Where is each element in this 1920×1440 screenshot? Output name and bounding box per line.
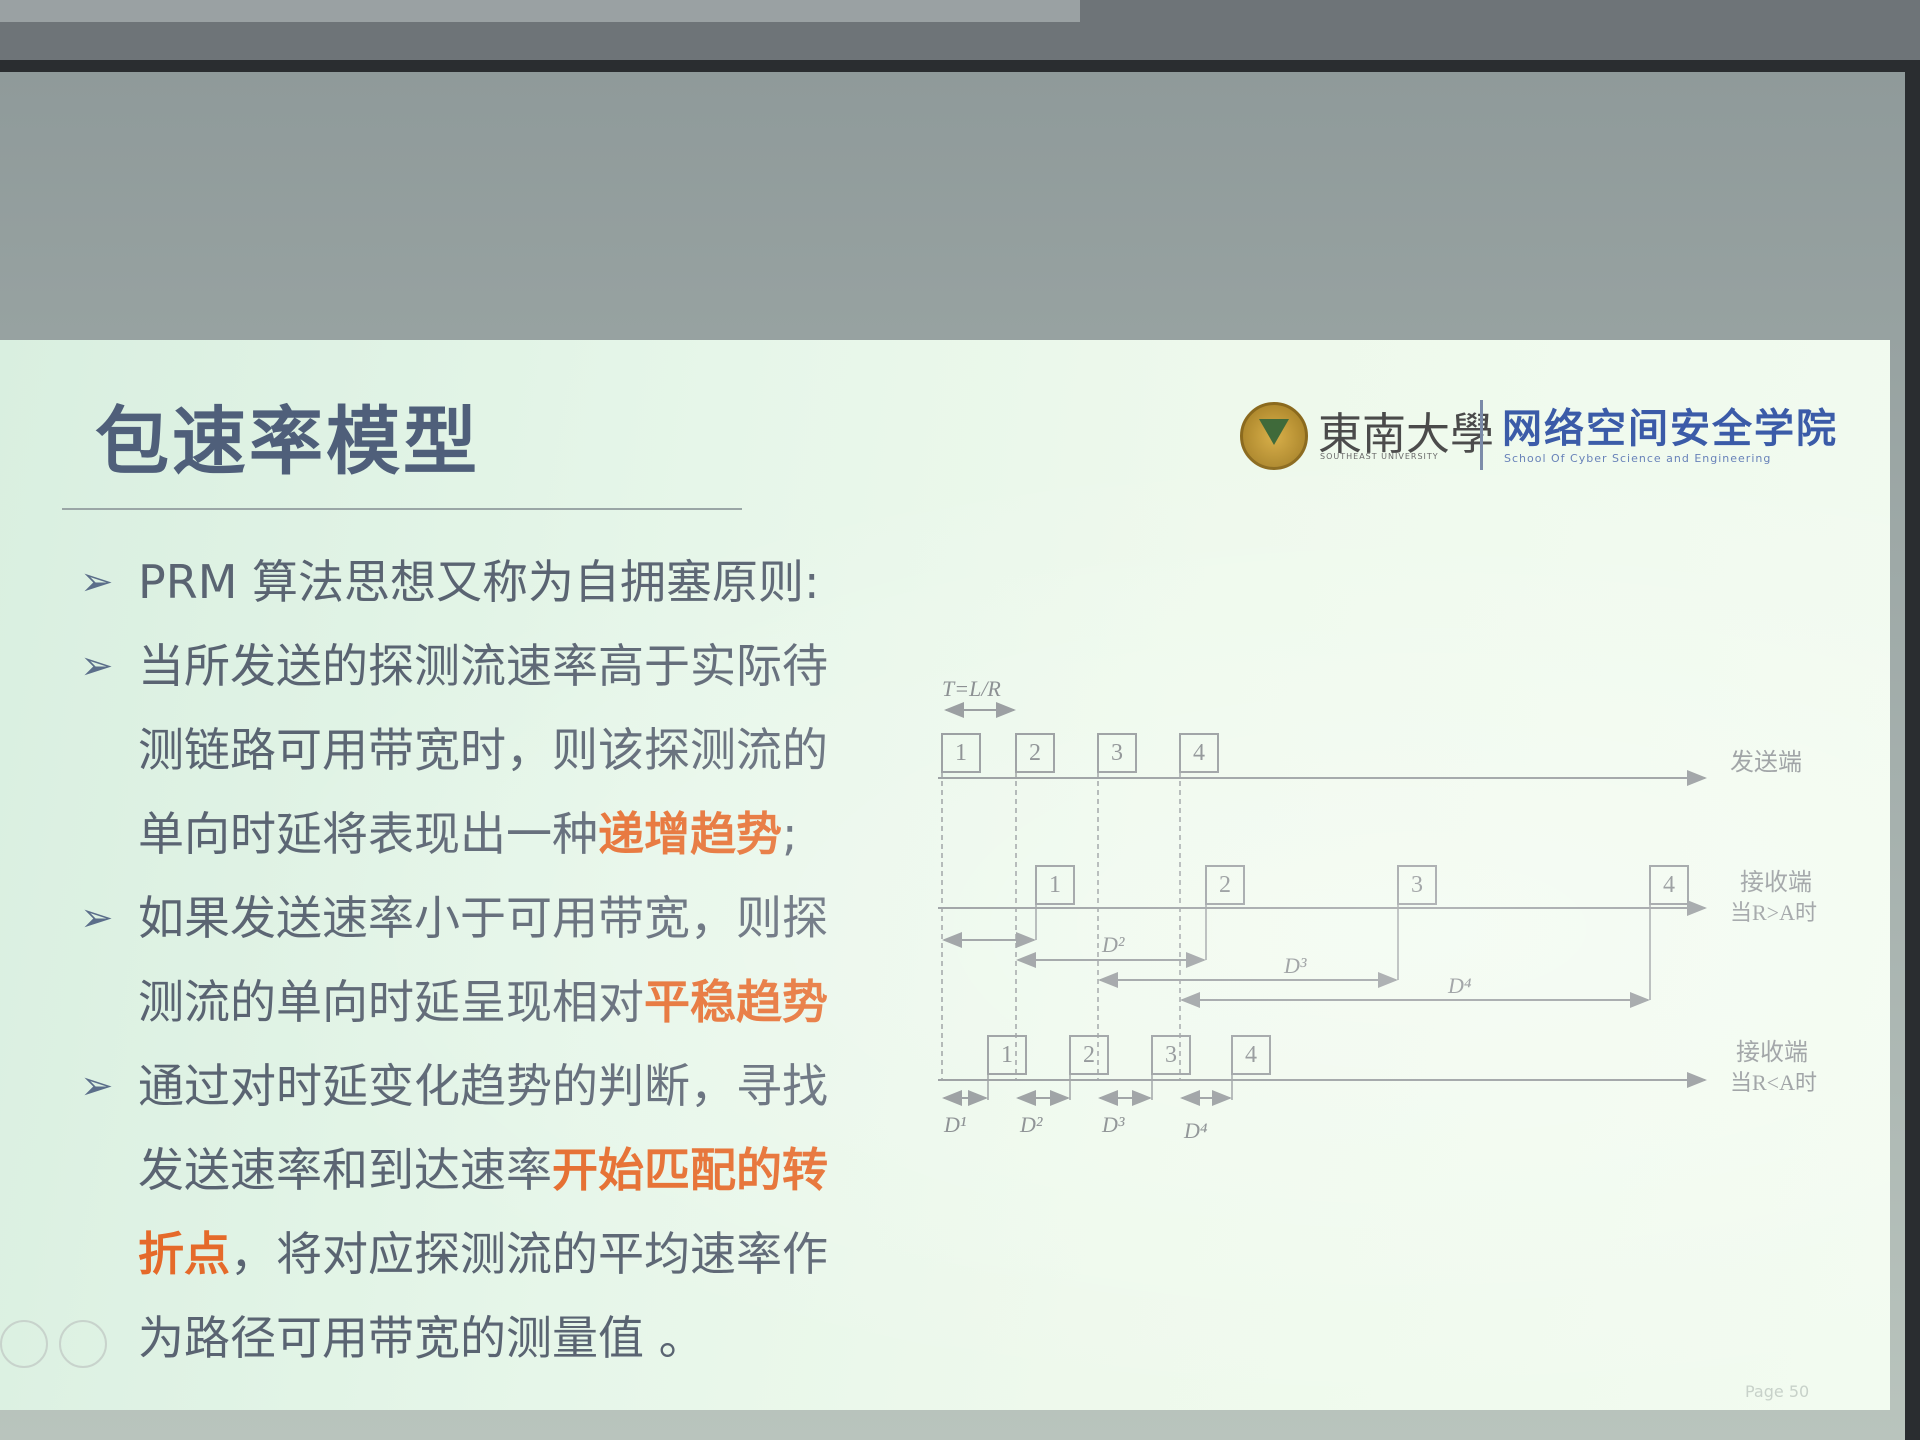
bullet-highlight: 开始匹配的转折点 <box>138 1143 828 1281</box>
delay-label: D³ <box>1283 953 1307 978</box>
receiver-rgta-packets: 1 2 3 4 <box>1035 865 1689 905</box>
packet-label: 2 <box>1083 1042 1095 1068</box>
bullet-text: ; <box>782 807 798 861</box>
arrival-guides-rlta <box>987 1074 1233 1100</box>
bullet-item: ➢ 当所发送的探测流速率高于实际待测链路可用带宽时，则该探测流的单向时延将表现出… <box>80 624 860 876</box>
packet-label: 4 <box>1245 1042 1257 1068</box>
prm-timing-diagram: T=L/R 1 2 3 4 发送端 <box>938 680 1817 1143</box>
next-slide-button[interactable] <box>59 1320 108 1368</box>
packet-label: 4 <box>1193 740 1205 766</box>
bullet-item: ➢ PRM 算法思想又称为自拥塞原则: <box>80 540 860 624</box>
receiver-rgta-condition: 当R>A时 <box>1730 900 1817 925</box>
institution-logo: 東南大學 SOUTHEAST UNIVERSITY 网络空间安全学院 Schoo… <box>1240 390 1880 500</box>
bullet-item: ➢ 如果发送速率小于可用带宽，则探测流的单向时延呈现相对平稳趋势 <box>80 876 860 1044</box>
packet-label: 3 <box>1111 740 1123 766</box>
page-number: Page 50 <box>1745 1382 1810 1401</box>
school-name-en: School Of Cyber Science and Engineering <box>1504 452 1772 465</box>
packet-label: 3 <box>1165 1042 1177 1068</box>
packet-label: 2 <box>1029 740 1041 766</box>
bullet-highlight: 平稳趋势 <box>644 975 828 1029</box>
packet-label: 1 <box>1001 1042 1013 1068</box>
bullet-arrow-icon: ➢ <box>80 895 114 941</box>
bullet-text: 如果发送速率小于可用带宽，则探测流的单向时延呈现相对 <box>138 891 828 1029</box>
prev-slide-button[interactable] <box>0 1320 48 1368</box>
sender-label: 发送端 <box>1730 749 1802 776</box>
packet-label: 2 <box>1219 872 1231 898</box>
send-time-guides <box>941 772 1181 1080</box>
sender-packets: 1 2 3 4 <box>941 733 1219 773</box>
logo-divider <box>1480 400 1483 470</box>
bullet-item: ➢ 通过对时延变化趋势的判断，寻找发送速率和到达速率开始匹配的转折点，将对应探测… <box>80 1044 860 1380</box>
slide-title: 包速率模型 <box>95 399 480 485</box>
delay-label: D¹ <box>943 1112 966 1137</box>
delay-label: D⁴ <box>1183 1118 1208 1143</box>
bullet-text: PRM 算法思想又称为自拥塞原则: <box>138 555 820 609</box>
receiver-rlta-condition: 当R<A时 <box>1730 1070 1817 1095</box>
delay-arrows-rgta <box>942 932 1650 1008</box>
receiver-rlta-packets: 1 2 3 4 <box>987 1035 1271 1075</box>
projector-screen: 包速率模型 東南大學 SOUTHEAST UNIVERSITY 网络空间安全学院… <box>0 72 1905 1440</box>
bullet-text: ，将对应探测流的平均速率作为路径可用带宽的测量值 。 <box>138 1227 828 1365</box>
bullet-arrow-icon: ➢ <box>80 559 114 605</box>
delay-label: D² <box>1101 932 1125 957</box>
bullet-text: 当所发送的探测流速率高于实际待测链路可用带宽时，则该探测流的单向时延将表现出一种 <box>138 639 828 861</box>
title-divider <box>62 508 742 510</box>
packet-label: 4 <box>1663 872 1675 898</box>
slide: 包速率模型 東南大學 SOUTHEAST UNIVERSITY 网络空间安全学院… <box>0 340 1890 1410</box>
bullet-text: 通过对时延变化趋势的判断，寻找发送速率和到达速率 <box>138 1059 828 1197</box>
university-name-en: SOUTHEAST UNIVERSITY <box>1320 452 1439 461</box>
wall-background <box>0 0 1920 60</box>
university-name-cn: 東南大學 <box>1318 409 1494 460</box>
packet-label: 1 <box>955 740 967 766</box>
packet-label: 3 <box>1411 872 1423 898</box>
period-label: T=L/R <box>942 680 1001 701</box>
receiver-rlta-label: 接收端 <box>1736 1039 1808 1066</box>
bullet-list: ➢ PRM 算法思想又称为自拥塞原则: ➢ 当所发送的探测流速率高于实际待测链路… <box>80 540 860 1380</box>
arrival-guides-rgta <box>1035 904 1651 1000</box>
school-name-cn: 网络空间安全学院 <box>1502 406 1838 452</box>
delay-label: D³ <box>1101 1112 1125 1137</box>
bullet-arrow-icon: ➢ <box>80 643 114 689</box>
delay-label: D⁴ <box>1447 973 1472 998</box>
bullet-arrow-icon: ➢ <box>80 1063 114 1109</box>
delay-label: D² <box>1019 1112 1043 1137</box>
ceiling-strip <box>0 0 1080 22</box>
receiver-rgta-label: 接收端 <box>1740 869 1812 896</box>
packet-label: 1 <box>1049 872 1061 898</box>
slide-nav-controls <box>0 1320 113 1372</box>
university-seal-icon <box>1240 402 1308 470</box>
bullet-highlight: 递增趋势 <box>598 807 782 861</box>
